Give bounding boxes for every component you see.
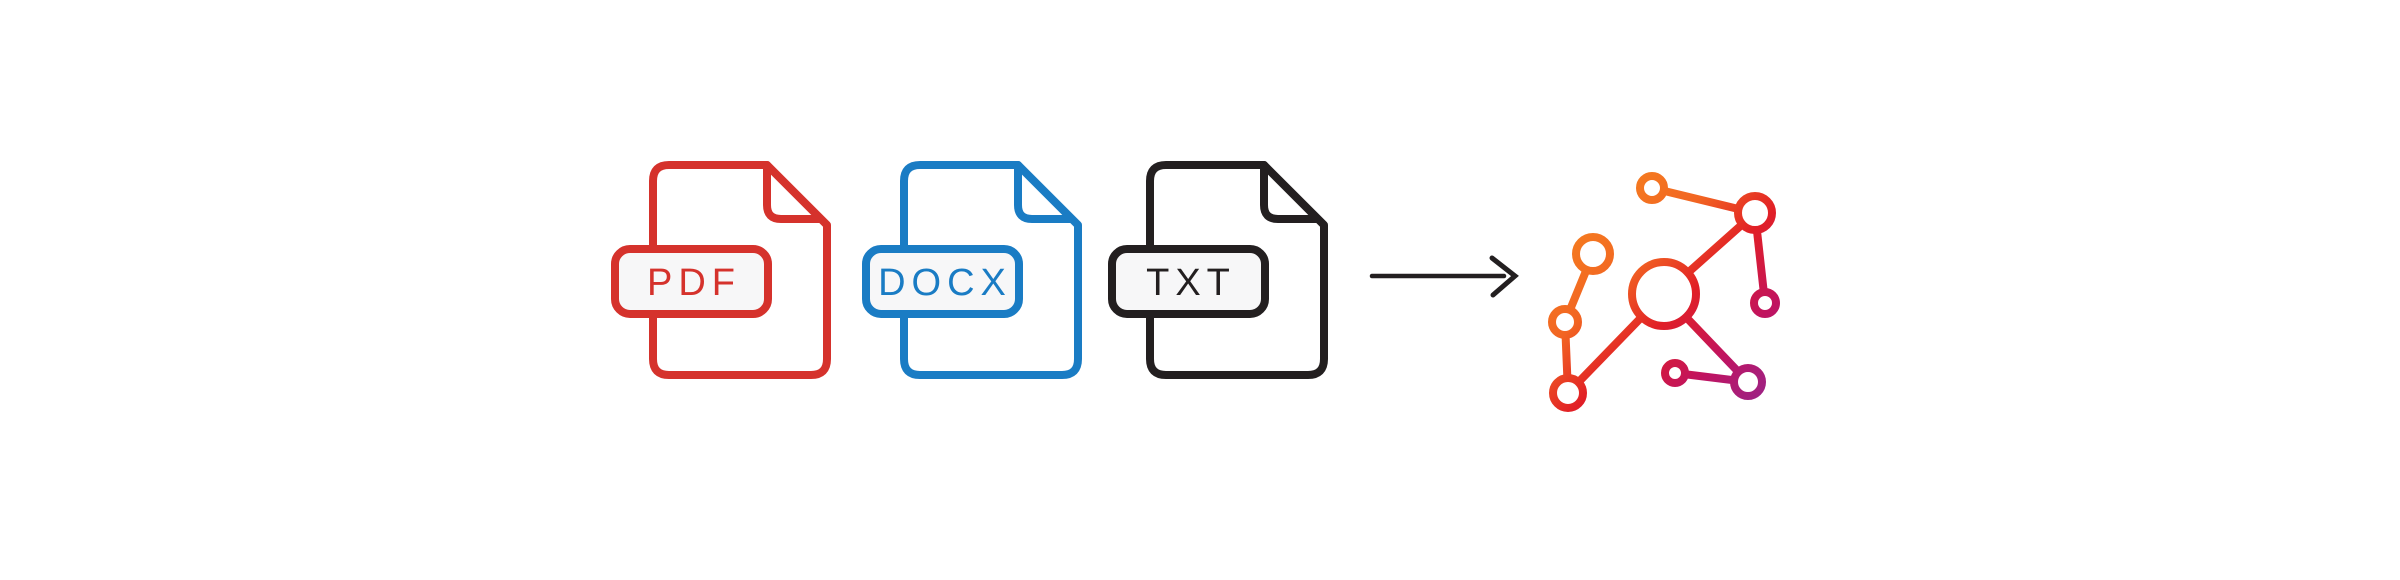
graph-node (1548, 305, 1582, 339)
right-arrow-icon (1369, 255, 1519, 298)
format-badge (611, 245, 772, 318)
txt-document-outline (1108, 161, 1328, 379)
graph-node (1734, 192, 1776, 234)
graph-node (1730, 364, 1766, 400)
format-badge (1108, 245, 1269, 318)
pdf-file-icon: PDF (611, 161, 831, 379)
folded-corner (1260, 161, 1320, 223)
knowledge-graph-icon (1548, 172, 1780, 412)
folded-corner (1014, 161, 1074, 223)
arrow-head (1489, 255, 1519, 298)
graph-node-central (1628, 258, 1700, 330)
pdf-document-outline (611, 161, 831, 379)
graph-node (1572, 233, 1614, 275)
folded-corner (763, 161, 823, 223)
docx-file-icon: DOCX (862, 161, 1082, 379)
format-label: DOCX (878, 262, 1012, 304)
format-label: PDF (647, 262, 741, 304)
graph-node (1661, 359, 1689, 387)
format-badge (862, 245, 1023, 318)
graph-node (1549, 374, 1587, 412)
graph-node (1750, 288, 1780, 318)
docx-document-outline (862, 161, 1082, 379)
txt-file-icon: TXT (1108, 161, 1328, 379)
arrow-strokes (1369, 255, 1519, 298)
format-label: TXT (1146, 262, 1236, 304)
graph-node (1636, 172, 1668, 204)
graph-strokes (1548, 172, 1780, 412)
